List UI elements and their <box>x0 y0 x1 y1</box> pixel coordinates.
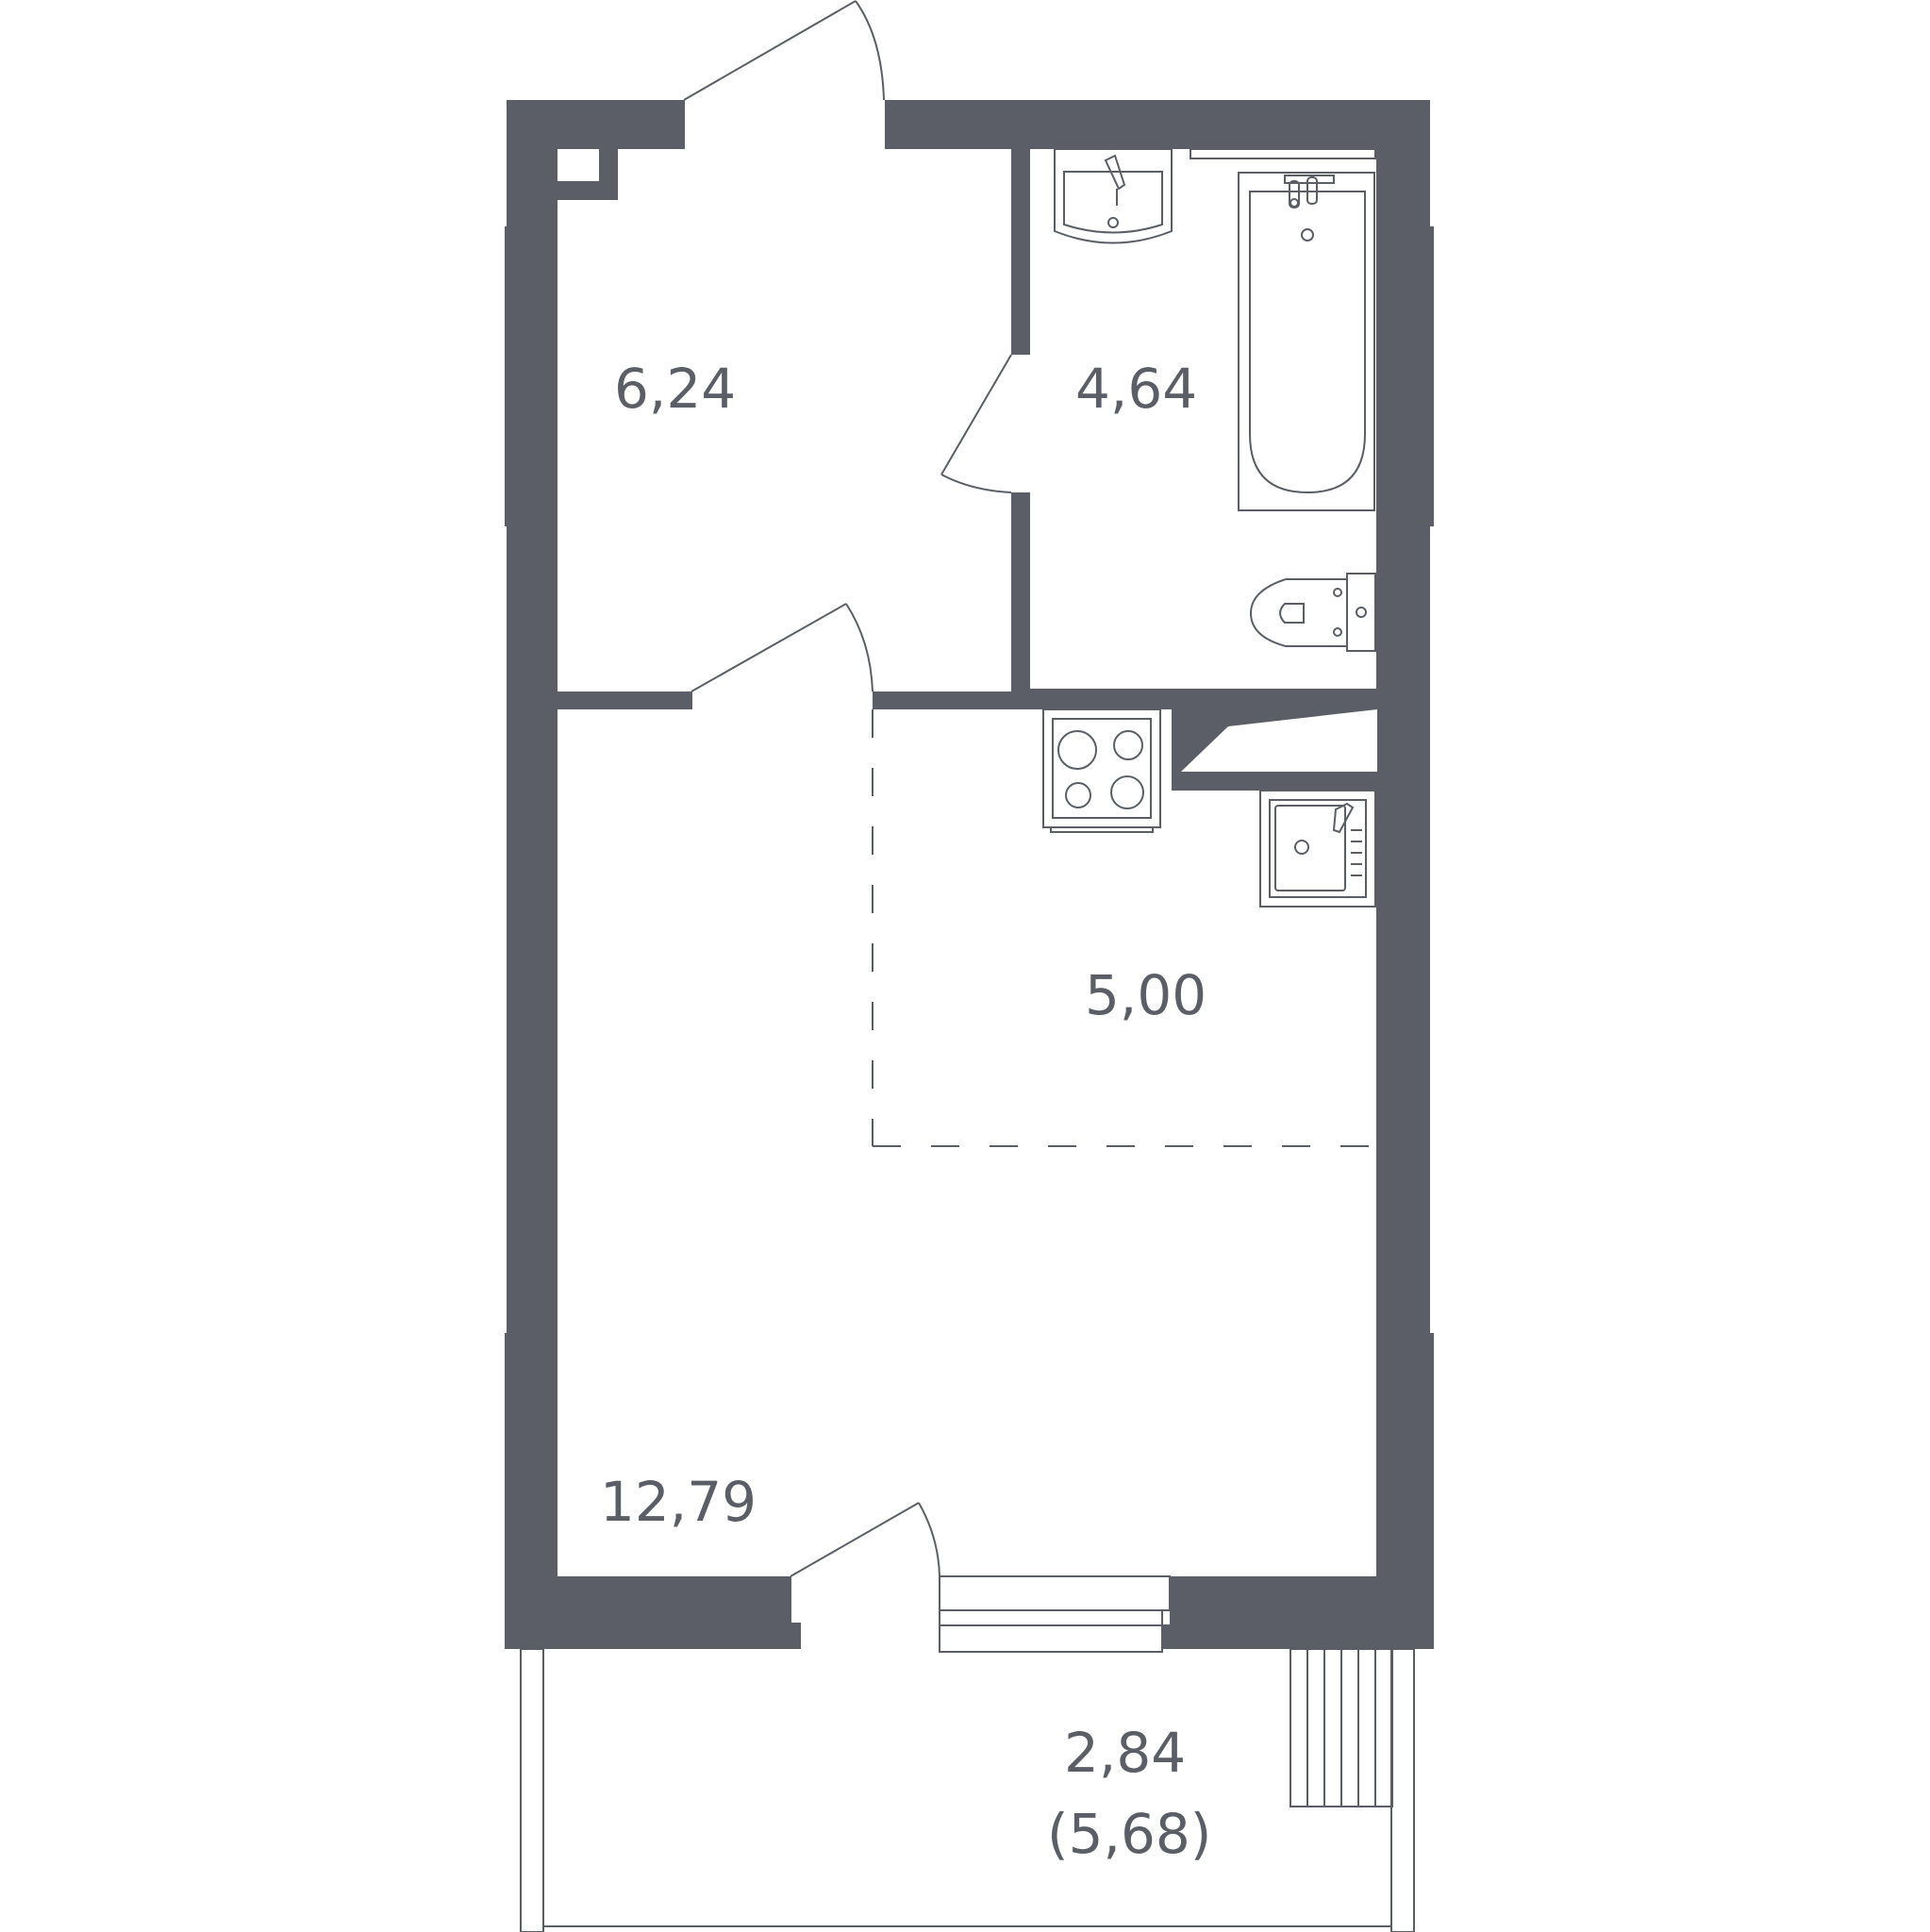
bathroom-area-label: 4,64 <box>1075 357 1197 421</box>
bathtub-icon <box>1238 172 1375 511</box>
walls <box>505 100 1434 1649</box>
balcony <box>520 1648 1415 1932</box>
balcony-door <box>790 1502 1171 1653</box>
entrance-door <box>683 0 885 149</box>
kitchen-zone-boundary <box>872 709 1376 1147</box>
living-room-area-label: 12,79 <box>600 1470 757 1534</box>
hallway-area-label: 6,24 <box>614 357 736 421</box>
balcony-area-label: 2,84 <box>1064 1721 1186 1785</box>
living-room-door <box>690 603 873 709</box>
kitchen-zone-area-label: 5,00 <box>1085 963 1206 1027</box>
kitchen-sink-icon <box>1259 790 1376 908</box>
cooktop-icon <box>1042 708 1161 833</box>
bathroom-window <box>1190 148 1376 159</box>
balcony-full-area-label: (5,68) <box>1047 1802 1211 1866</box>
toilet-icon <box>1249 573 1376 652</box>
washbasin-icon <box>1054 148 1173 244</box>
bathroom-door <box>940 354 1012 493</box>
